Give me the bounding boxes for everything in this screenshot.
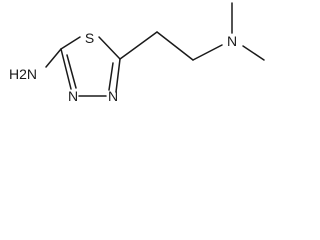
bond-c5-ch2a xyxy=(119,31,158,60)
sulfur-atom-label: S xyxy=(85,30,94,46)
ring-nitrogen-3-label: N xyxy=(68,88,78,104)
bond-c5-n4 xyxy=(115,58,121,93)
bond-ch2b-n xyxy=(192,44,223,61)
amine-group-label: H2N xyxy=(9,66,37,82)
bond-c2-nh2 xyxy=(45,48,62,68)
bond-c2-n3-double xyxy=(66,54,77,89)
dimethylamino-nitrogen-label: N xyxy=(227,33,237,49)
bond-c5-n4-double xyxy=(108,62,114,91)
bond-c2-n3 xyxy=(60,48,72,90)
structure-diagram: S H2N N N N xyxy=(0,0,268,120)
bond-c2-s xyxy=(60,36,81,50)
bond-ch2a-ch2b xyxy=(156,31,194,61)
bond-n-methyl-right xyxy=(242,45,265,61)
ring-nitrogen-4-label: N xyxy=(108,88,118,104)
molecule-drawing: S H2N N N N xyxy=(9,2,265,104)
bond-s-c5 xyxy=(98,36,121,60)
